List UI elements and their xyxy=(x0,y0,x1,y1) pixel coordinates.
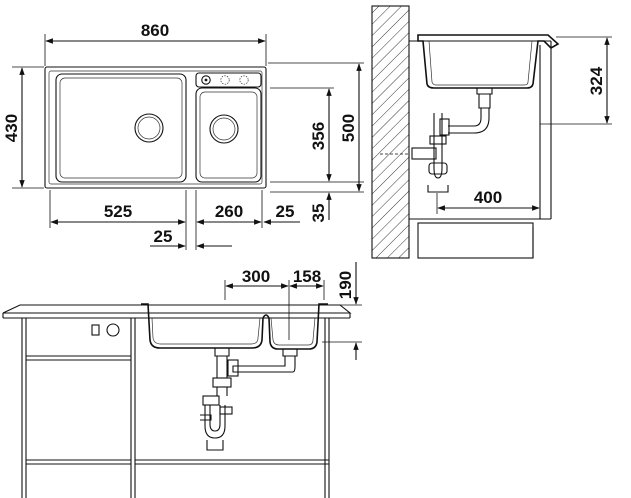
dim-spacing-b: 158 xyxy=(293,267,321,286)
wall-hatch xyxy=(371,5,410,259)
small-bowl xyxy=(195,87,262,183)
dim-spacing-a: 300 xyxy=(242,267,270,286)
dim-inner-depth: 356 xyxy=(309,122,328,150)
dim-depth-total: 430 xyxy=(2,114,21,142)
worktop xyxy=(2,304,352,314)
dim-height: 190 xyxy=(336,271,355,299)
dim-offset-between: 25 xyxy=(154,227,173,246)
top-view: 860 430 525 260 25 25 356 500 35 xyxy=(2,21,364,250)
dim-cabinet-depth: 500 xyxy=(339,114,358,142)
tap-hole-icon xyxy=(220,75,230,85)
dim-large-bowl-width: 525 xyxy=(104,202,132,221)
large-bowl-drain xyxy=(134,113,164,143)
small-bowl-drain xyxy=(209,114,239,144)
large-bowl xyxy=(55,73,187,183)
dim-offset-right: 25 xyxy=(276,202,295,221)
tap-deck xyxy=(195,72,262,88)
dim-width-total: 860 xyxy=(141,21,169,40)
dim-waste-distance: 400 xyxy=(474,188,502,207)
side-view: 324 400 xyxy=(371,5,612,259)
front-bowls xyxy=(141,303,328,350)
bowl-section xyxy=(417,34,560,89)
front-view: 300 158 190 xyxy=(2,262,362,498)
sink-outline xyxy=(44,66,267,189)
tap-hole-icon xyxy=(201,75,211,85)
dim-bowl-depth: 324 xyxy=(587,66,606,95)
dim-front-offset: 35 xyxy=(309,204,328,223)
power-knob-icon xyxy=(106,323,120,337)
dim-small-bowl-width: 260 xyxy=(215,202,243,221)
tap-hole-icon xyxy=(239,75,249,85)
